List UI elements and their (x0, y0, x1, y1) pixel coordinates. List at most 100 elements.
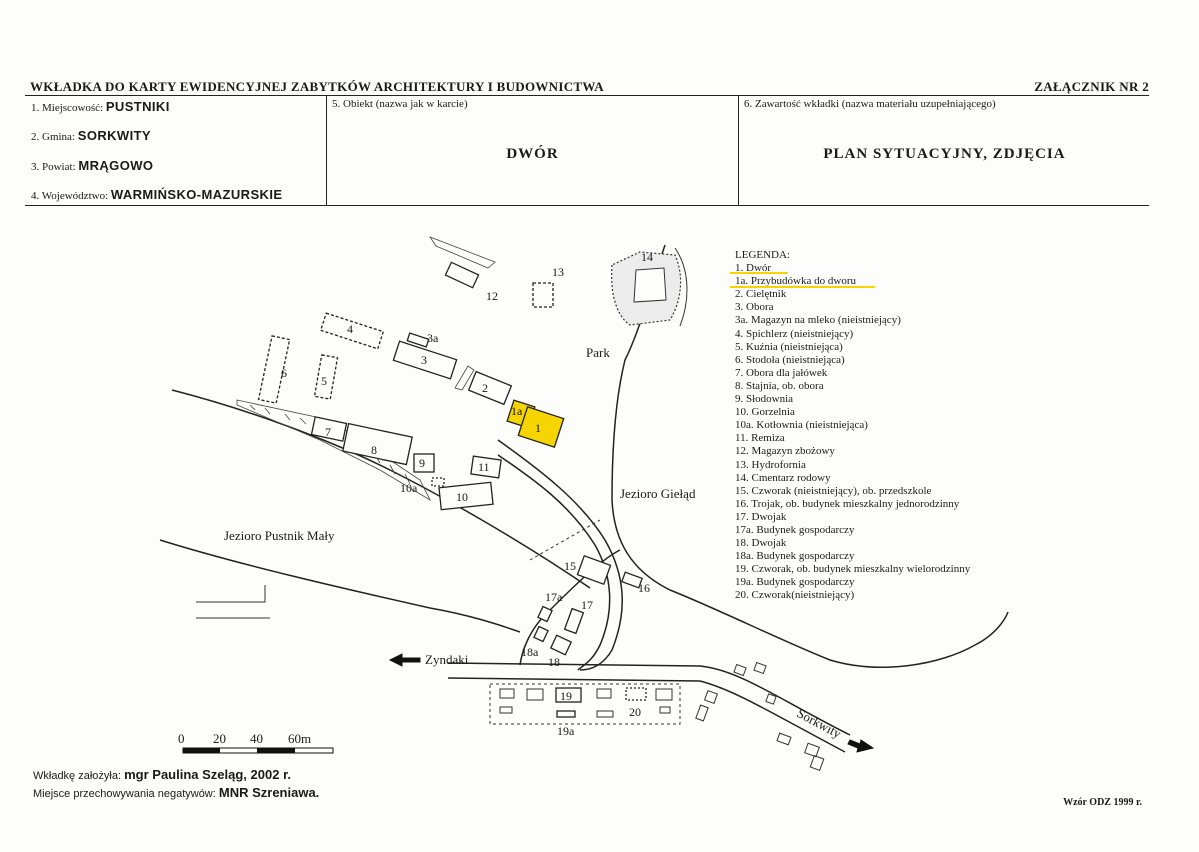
lake-gielad-label: Jezioro Giełąd (620, 486, 696, 501)
label-1a: 1a (511, 404, 523, 418)
legend-item: 10a. Kotłownia (nieistniejąca) (735, 419, 868, 432)
label-3: 3 (421, 353, 427, 367)
label-7: 7 (325, 425, 331, 439)
commune-field: 2. Gmina: SORKWITY (31, 128, 151, 143)
label-15: 15 (564, 559, 576, 573)
label-14: 14 (641, 250, 653, 264)
road-manor (497, 439, 623, 671)
location-column: 1. Miejscowość: PUSTNIKI 2. Gmina: SORKW… (25, 96, 325, 205)
label-16: 16 (638, 581, 650, 595)
content-column: 6. Zawartość wkładki (nazwa materiału uz… (738, 96, 1150, 205)
road-sorkwity (447, 662, 851, 736)
building-19a (556, 710, 576, 718)
building-18 (549, 634, 573, 656)
legend-item: 8. Stajnia, ob. obora (735, 379, 824, 392)
district-label: 3. Powiat: (31, 161, 76, 173)
lake-pustnik-shore-south (159, 539, 521, 633)
map-legend: LEGENDA: 1. Dwór 1a. Przybudówka do dwor… (735, 249, 970, 603)
hatched-wall (428, 236, 496, 269)
building-3a (406, 332, 430, 348)
legend-item: 4. Spichlerz (nieistniejący) (735, 327, 854, 340)
legend-item: 1. Dwór (735, 262, 772, 275)
building-8 (342, 422, 413, 466)
province-value: WARMIŃSKO-MAZURSKIE (110, 187, 283, 202)
district-field: 3. Powiat: MRĄGOWO (31, 158, 153, 173)
storage-line: Miejsce przechowywania negatywów: MNR Sz… (33, 785, 319, 800)
legend-item: 6. Stodoła (nieistniejąca) (735, 353, 845, 366)
label-17a: 17a (545, 590, 563, 604)
lake-pustnik-label: Jezioro Pustnik Mały (224, 528, 335, 543)
object-value: DWÓR (506, 146, 559, 162)
building-3 (392, 340, 458, 380)
legend-item: 17a. Budynek gospodarczy (735, 523, 855, 536)
legend-item: 10. Gorzelnia (735, 406, 795, 419)
legend-item: 5. Kuźnia (nieistniejąca) (735, 340, 843, 353)
building-10a (431, 477, 445, 487)
legend-item: 12. Magazyn zbożowy (735, 445, 835, 458)
building-4 (319, 312, 385, 350)
building-9 (413, 453, 435, 473)
footpath (529, 519, 601, 561)
legend-item: 20. Czworak(nieistniejący) (735, 589, 855, 602)
park-label: Park (586, 345, 610, 360)
scale-tick-0: 0 (178, 731, 185, 746)
legend-item: 18a. Budynek gospodarczy (735, 550, 855, 563)
sorkwity-label: Sorkwity (795, 705, 845, 741)
label-12: 12 (486, 289, 498, 303)
legend-item: 2. Cielętnik (735, 288, 787, 301)
lake-gielad-shore (611, 244, 1009, 668)
label-6: 6 (281, 366, 287, 380)
label-1: 1 (535, 421, 541, 435)
lake-pustnik-shore-north (171, 389, 591, 589)
legend-item: 19a. Budynek gospodarczy (735, 576, 855, 589)
locality-label: 1. Miejscowość: (31, 102, 104, 114)
locality-value: PUSTNIKI (105, 99, 170, 114)
label-3a: 3a (427, 331, 439, 345)
scale-tick-20: 20 (213, 731, 226, 746)
scale-bar: 0 20 40 60m (178, 731, 334, 754)
housing-estate (489, 683, 681, 725)
building-7 (310, 416, 348, 442)
province-field: 4. Województwo: WARMIŃSKO-MAZURSKIE (31, 187, 282, 202)
author-label: Wkładkę założyła: (33, 770, 122, 782)
building-13 (532, 282, 554, 308)
label-11: 11 (478, 460, 490, 474)
legend-item: 3a. Magazyn na mleko (nieistniejący) (735, 314, 901, 327)
province-label: 4. Województwo: (31, 190, 109, 202)
commune-label: 2. Gmina: (31, 131, 75, 143)
locality-field: 1. Miejscowość: PUSTNIKI (31, 99, 170, 114)
author-value: mgr Paulina Szeląg, 2002 r. (124, 767, 292, 782)
label-18a: 18a (521, 645, 539, 659)
building-17 (563, 607, 585, 635)
card-title: WKŁADKA DO KARTY EWIDENCYJNEJ ZABYTKÓW A… (30, 79, 604, 94)
arrow-sorkwity-icon (847, 739, 875, 753)
record-form: 1. Miejscowość: PUSTNIKI 2. Gmina: SORKW… (25, 95, 1149, 206)
building-17a (537, 605, 553, 623)
legend-item: 3. Obora (735, 301, 774, 314)
building-2 (467, 370, 513, 406)
storage-label: Miejsce przechowywania negatywów: (33, 788, 216, 800)
object-column: 5. Obiekt (nazwa jak w karcie) DWÓR (326, 96, 738, 205)
content-value: PLAN SYTUACYJNY, ZDJĘCIA (823, 146, 1066, 162)
legend-item: 18. Dwojak (735, 537, 787, 550)
building-11 (470, 455, 502, 479)
legend-highlight-1a (730, 286, 875, 288)
template-version: Wzór ODZ 1999 r. (1063, 797, 1142, 808)
label-10a: 10a (400, 481, 418, 495)
legend-item: 9. Słodownia (735, 393, 794, 406)
legend-item: 1a. Przybudówka do dworu (735, 275, 856, 288)
boundary-marks (196, 585, 270, 619)
hatched-wall-2 (454, 365, 475, 391)
building-15 (576, 554, 612, 586)
building-12 (444, 261, 480, 289)
building-5 (313, 354, 339, 400)
annex-number: ZAŁĄCZNIK NR 2 (1034, 79, 1149, 94)
label-19: 19 (560, 689, 572, 703)
legend-title: LEGENDA: (735, 249, 790, 261)
road-sorkwity-edge (447, 677, 846, 753)
label-20: 20 (629, 705, 641, 719)
zyndaki-label: Zyndaki (425, 652, 469, 667)
label-19a: 19a (557, 724, 575, 738)
arrow-zyndaki-icon (388, 653, 421, 667)
